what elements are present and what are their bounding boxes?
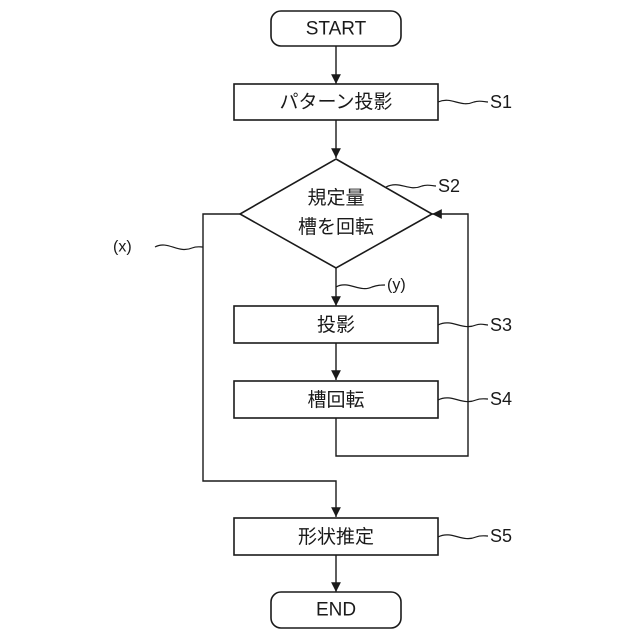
branch-x-leader	[155, 245, 203, 250]
step-s1-label: パターン投影	[279, 91, 392, 113]
step-s3-label: 投影	[317, 314, 355, 336]
step-s1-leader	[438, 100, 488, 103]
branch-y-leader	[336, 285, 385, 289]
step-s4-box: 槽回転	[234, 381, 438, 418]
branch-y-label: (y)	[387, 277, 406, 294]
step-s3-leader	[438, 323, 488, 327]
start-terminal: START	[271, 11, 401, 46]
step-s5-leader	[438, 535, 488, 539]
step-s5-box: 形状推定	[234, 518, 438, 555]
step-s2-leader	[386, 185, 436, 188]
end-terminal: END	[271, 592, 401, 628]
step-s2-ref: S2	[438, 176, 460, 196]
step-s4-ref: S4	[490, 389, 512, 409]
step-s4-leader	[438, 398, 488, 402]
step-s2-decision: 規定量 槽を回転	[240, 159, 432, 268]
step-s2-label-line2: 槽を回転	[298, 216, 374, 238]
branch-x-label: (x)	[113, 239, 132, 256]
start-label: START	[306, 19, 367, 40]
step-s2-label-line1: 規定量	[307, 187, 364, 209]
step-s5-label: 形状推定	[298, 526, 374, 548]
step-s4-label: 槽回転	[307, 389, 364, 411]
end-label: END	[316, 600, 356, 621]
connector-s2-s5-no	[203, 214, 336, 517]
step-s1-ref: S1	[490, 92, 512, 112]
step-s3-box: 投影	[234, 306, 438, 343]
step-s3-ref: S3	[490, 315, 512, 335]
step-s1-box: パターン投影	[234, 84, 438, 120]
step-s5-ref: S5	[490, 526, 512, 546]
